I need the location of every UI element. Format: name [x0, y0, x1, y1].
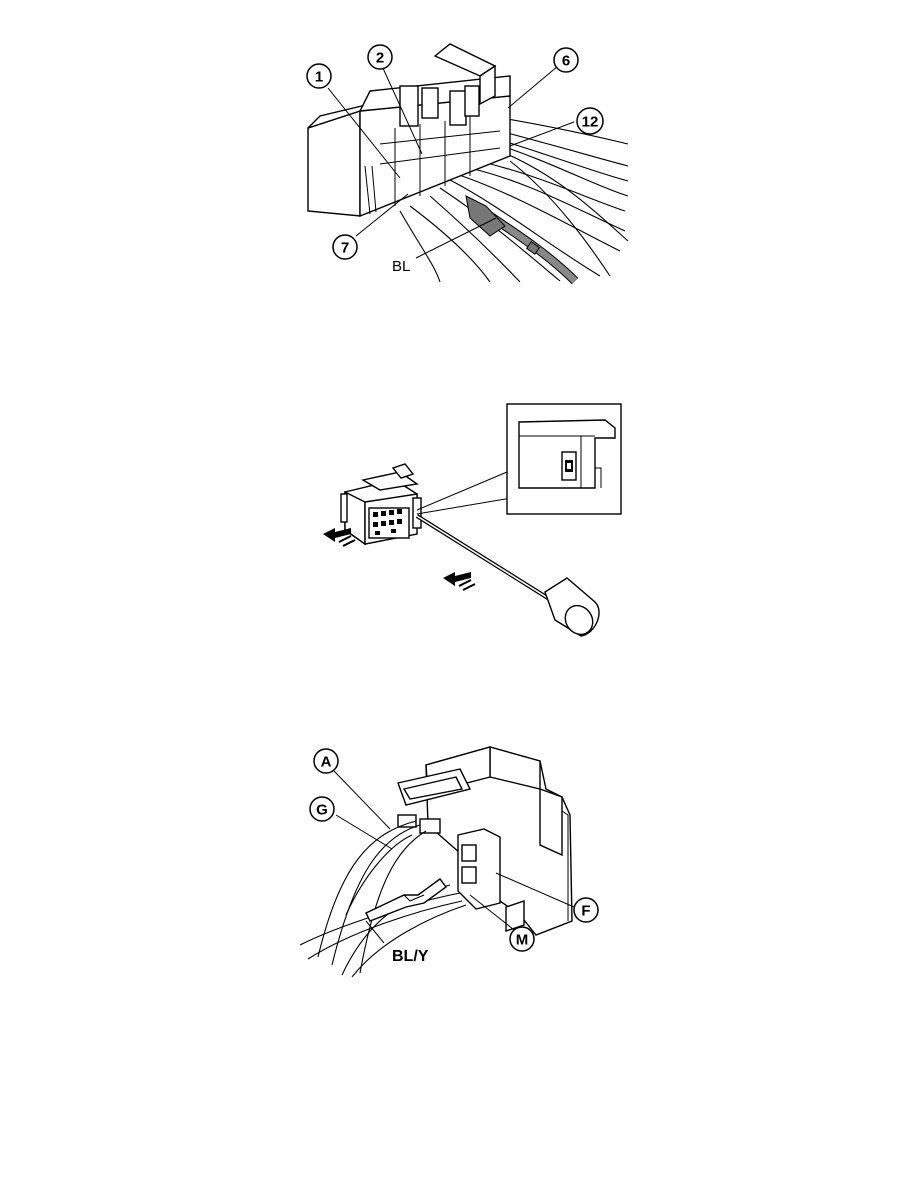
connector-release-diagram [305, 402, 625, 647]
svg-text:7: 7 [341, 240, 349, 257]
svg-text:1: 1 [315, 69, 323, 86]
pin-grid [373, 509, 402, 535]
callout-2: 2 [367, 44, 393, 70]
svg-text:F: F [581, 903, 590, 920]
callout-a: A [313, 748, 339, 774]
push-arrow-left [323, 528, 356, 547]
svg-text:12: 12 [582, 114, 599, 131]
svg-text:G: G [316, 802, 328, 819]
callout-g: G [309, 796, 335, 822]
bly-terminal [365, 878, 447, 922]
callout-12: 12 [576, 107, 604, 135]
connector-pin-diagram: 1 2 6 12 7 BL [300, 36, 630, 284]
callout-6: 6 [553, 47, 579, 73]
wire-harness [300, 820, 467, 977]
callout-f: F [573, 897, 599, 923]
push-arrow-right [443, 572, 476, 591]
connector-housing [307, 43, 511, 218]
svg-text:A: A [321, 754, 332, 771]
detail-inset [506, 403, 622, 515]
callout-1: 1 [306, 63, 332, 89]
connector-letter-diagram: A G F M BL/Y [300, 745, 620, 977]
bl-terminal [465, 195, 579, 284]
screwdriver [415, 514, 600, 637]
svg-text:2: 2 [376, 50, 384, 67]
callout-m: M [509, 926, 535, 952]
svg-text:M: M [516, 932, 529, 949]
connector-body [397, 746, 573, 936]
callout-7: 7 [332, 234, 358, 260]
bl-label: BL [392, 258, 410, 275]
small-connector [340, 463, 422, 546]
svg-text:6: 6 [562, 53, 570, 70]
bly-label: BL/Y [392, 948, 429, 965]
